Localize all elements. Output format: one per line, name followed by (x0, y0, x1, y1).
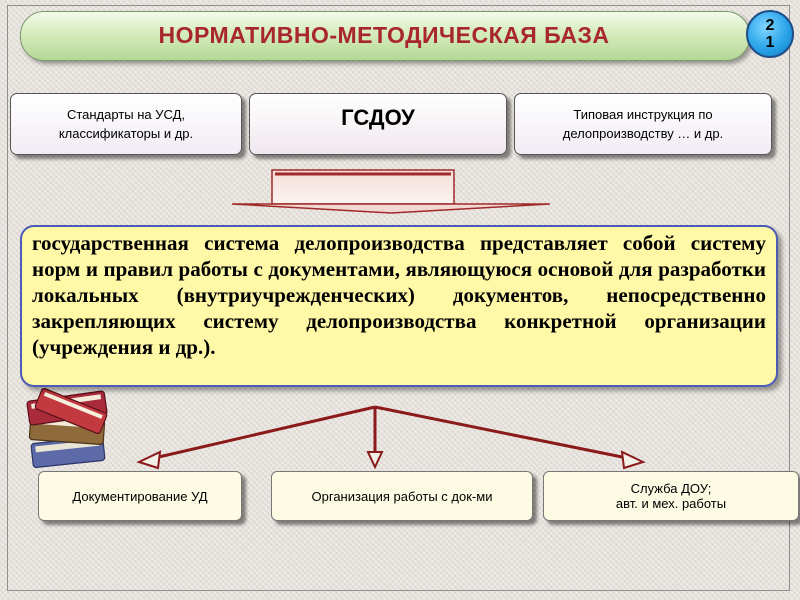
dou-service-box: Служба ДОУ; авт. и мех. работы (543, 471, 799, 521)
arrow-head-right-icon (620, 450, 646, 470)
arrow-head-center-icon (366, 451, 384, 470)
page-number-line2: 1 (765, 34, 775, 51)
stack-of-books-icon (26, 387, 108, 469)
page-number-line1: 2 (765, 17, 775, 34)
page-number-badge: 2 1 (746, 10, 794, 58)
instruction-box-line2: делопроизводству … и др. (562, 126, 724, 141)
standards-box: Стандарты на УСД, классификаторы и др. (10, 93, 242, 155)
instruction-box: Типовая инструкция по делопроизводству …… (514, 93, 772, 155)
documenting-label: Документирование УД (72, 488, 208, 504)
instruction-box-line1: Типовая инструкция по (573, 107, 713, 122)
arrow-head-left-icon (136, 450, 162, 470)
document-work-box: Организация работы с док-ми (271, 471, 533, 521)
gsdou-box: ГСДОУ (249, 93, 507, 155)
branch-arrows (136, 405, 646, 470)
dou-service-line1: Служба ДОУ; (630, 481, 712, 496)
slide-frame (7, 5, 790, 591)
page-title: НОРМАТИВНО-МЕТОДИЧЕСКАЯ БАЗА (158, 21, 610, 48)
standards-box-line1: Стандарты на УСД, (66, 107, 186, 122)
documenting-box: Документирование УД (38, 471, 242, 521)
gsdou-label: ГСДОУ (341, 105, 415, 130)
down-arrow-icon (231, 169, 551, 214)
standards-box-line2: классификаторы и др. (58, 126, 194, 141)
definition-text: государственная система делопроизводства… (32, 231, 766, 359)
document-work-label: Организация работы с док-ми (311, 488, 493, 504)
title-bar (20, 11, 750, 61)
dou-service-line2: авт. и мех. работы (615, 496, 727, 511)
definition-box: государственная система делопроизводства… (20, 225, 778, 387)
